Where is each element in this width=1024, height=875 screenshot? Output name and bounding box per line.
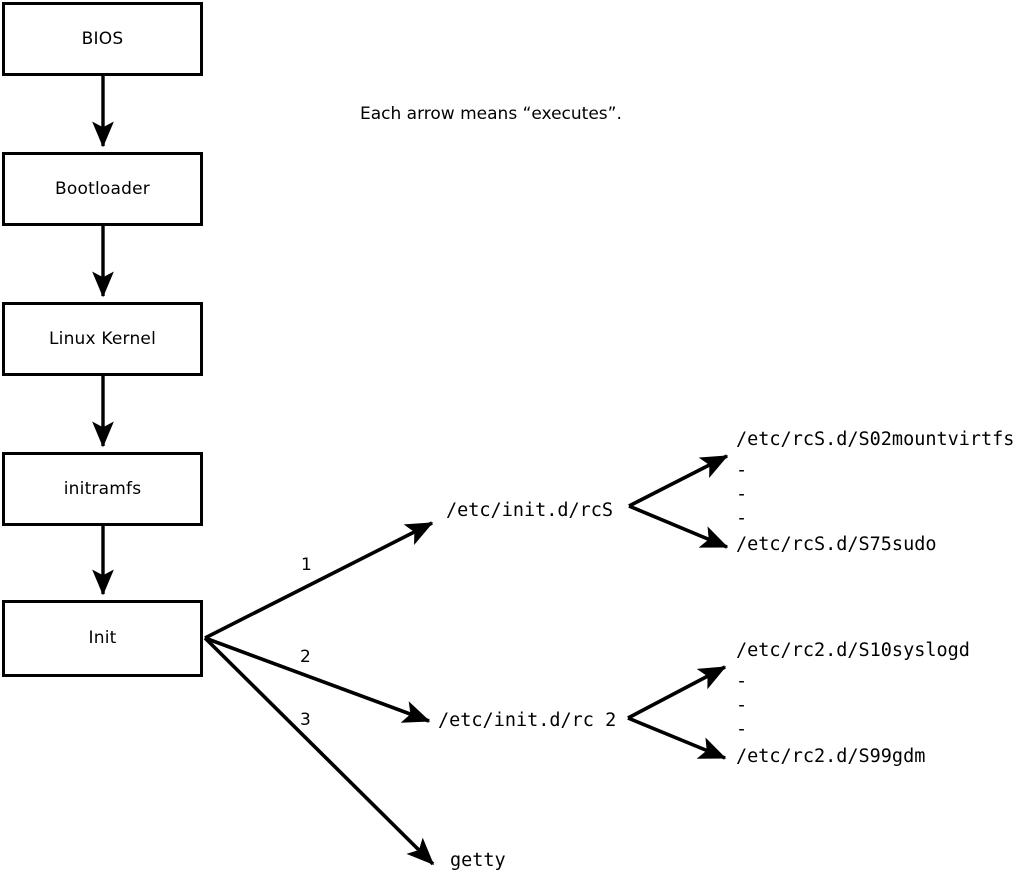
rc2-ellipsis-dash-2: - <box>736 695 748 716</box>
node-linux-kernel-label: Linux Kernel <box>48 328 156 349</box>
node-linux-kernel[interactable]: Linux Kernel <box>2 302 203 376</box>
rcs-ellipsis-dash-3: - <box>736 508 748 529</box>
rcs-ellipsis-dash-1: - <box>736 460 748 481</box>
node-bios-label: BIOS <box>81 28 124 49</box>
arrow-rcs-to-first-script <box>628 454 729 508</box>
node-initramfs-label: initramfs <box>63 478 142 499</box>
node-bootloader[interactable]: Bootloader <box>2 152 203 226</box>
node-init[interactable]: Init <box>2 600 203 677</box>
rc2-script-first[interactable]: /etc/rc2.d/S10syslogd <box>736 640 970 661</box>
node-getty[interactable]: getty <box>450 850 506 871</box>
arrow-rc2-to-first-script <box>627 665 727 720</box>
node-bios[interactable]: BIOS <box>2 2 203 76</box>
node-rcs-script[interactable]: /etc/init.d/rcS <box>446 500 614 521</box>
rc2-ellipsis-dash-3: - <box>736 719 748 740</box>
edge-label-3: 3 <box>300 710 311 730</box>
rc2-script-last[interactable]: /etc/rc2.d/S99gdm <box>736 746 926 767</box>
rcs-script-first[interactable]: /etc/rcS.d/S02mountvirtfs <box>736 429 1015 450</box>
arrow-init-to-rc2 <box>204 636 431 723</box>
arrow-rcs-to-last-script <box>628 504 729 549</box>
node-bootloader-label: Bootloader <box>55 178 150 199</box>
node-init-label: Init <box>88 628 117 648</box>
arrow-init-to-rcs <box>204 521 434 640</box>
node-rc2-script[interactable]: /etc/init.d/rc 2 <box>438 710 617 731</box>
arrow-init-to-getty <box>203 636 435 866</box>
edge-label-1: 1 <box>301 555 312 575</box>
rcs-script-last[interactable]: /etc/rcS.d/S75sudo <box>736 534 937 555</box>
rcs-ellipsis-dash-2: - <box>736 484 748 505</box>
diagram-caption: Each arrow means “executes”. <box>360 104 622 124</box>
arrow-rc2-to-last-script <box>627 716 727 760</box>
rc2-ellipsis-dash-1: - <box>736 671 748 692</box>
edge-label-2: 2 <box>300 647 311 667</box>
node-initramfs[interactable]: initramfs <box>2 452 203 526</box>
